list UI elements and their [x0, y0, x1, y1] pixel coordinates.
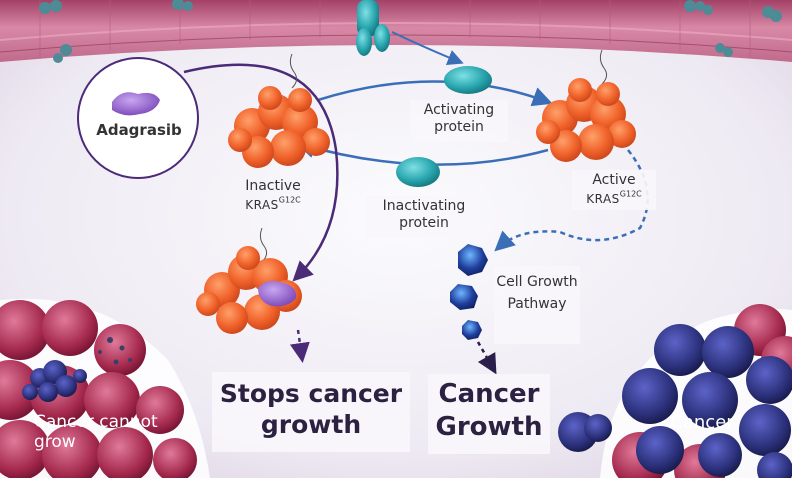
activating-panel [410, 100, 508, 142]
cancer-tissue [558, 304, 792, 478]
cancer-label: Cancer [670, 412, 734, 433]
pathway-molecule-icon [450, 244, 488, 340]
active-panel [572, 170, 656, 210]
cancer-growth-label: Cancer Growth [435, 379, 543, 442]
kras-protein-icon [228, 86, 330, 168]
adagrasib-drug-icon [112, 92, 160, 116]
receptor-signal-arrow [391, 31, 464, 65]
membrane-receptor-icon [356, 0, 390, 56]
cancer-cell-cluster-icon [558, 324, 792, 478]
active-state-text: Active [592, 172, 636, 188]
activating-protein-label: Activating protein [423, 102, 495, 135]
cell-membrane [0, 0, 792, 62]
inactive-kras-label: Inactive KRASG12C [230, 178, 316, 213]
kras-gene-text: KRAS [245, 198, 279, 212]
signal-dashed-arrow [494, 149, 649, 252]
membrane-protein-cluster-icon [39, 0, 782, 63]
stops-growth-panel [212, 372, 410, 452]
stops-cancer-growth-label: Stops cancer growth [219, 379, 403, 440]
growth-arrow [476, 341, 497, 375]
active-kras-label: Active KRASG12C [572, 172, 656, 207]
cancer-cannot-grow-label: Cancer cannot grow [34, 412, 158, 453]
cell-growth-pathway-label: Cell Growth Pathway [496, 274, 578, 312]
kras-gene-text: KRAS [586, 192, 620, 206]
adagrasib-label: Adagrasib [96, 121, 182, 139]
kras-adagrasib-complex-icon [196, 246, 302, 334]
activating-protein-icon [444, 66, 492, 94]
cancer-growth-panel [428, 374, 550, 454]
inactivating-panel [366, 196, 482, 238]
pathway-panel [494, 266, 580, 344]
g12c-mutation-text: G12C [278, 195, 301, 205]
cancer-cannot-grow-tissue [0, 298, 210, 478]
kras-protein-icon [536, 78, 636, 162]
cancer-cell-cluster-icon [22, 360, 87, 402]
g12c-mutation-text: G12C [619, 189, 642, 199]
inactivating-protein-icon [396, 157, 440, 187]
inactive-state-text: Inactive [245, 178, 301, 194]
adagrasib-binding-arrow [183, 63, 339, 282]
lipid-anchor-lines [259, 49, 608, 263]
activation-arrow [317, 80, 553, 107]
inactivating-protein-label: Inactivating protein [382, 198, 466, 231]
adagrasib-bubble [77, 57, 199, 179]
